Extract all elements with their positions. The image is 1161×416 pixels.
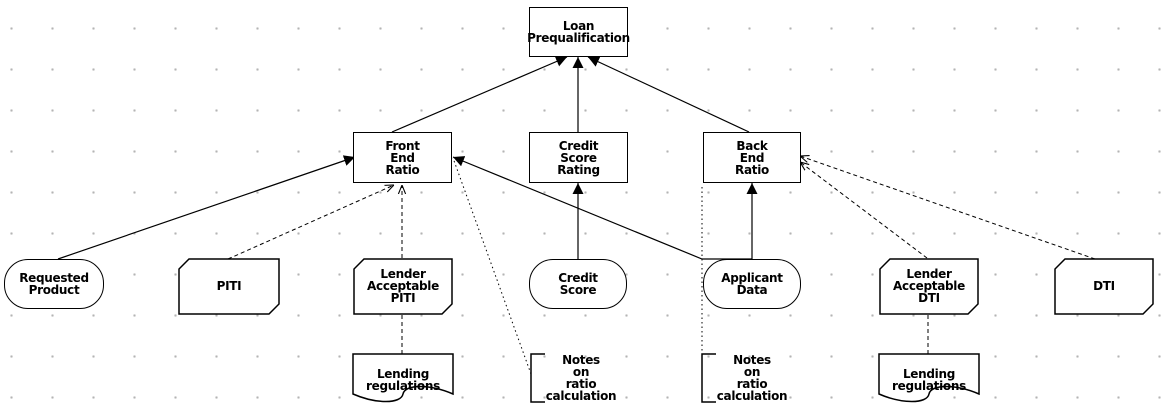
- knowledge-model-lender-acceptable-piti[interactable]: Lender Acceptable PITI: [354, 259, 452, 314]
- decision-loan-prequalification[interactable]: Loan Prequalification: [527, 7, 630, 57]
- edge-lender-dti-to-back-end: [800, 162, 928, 259]
- annotation-notes-1[interactable]: Notes on ratio calculation: [531, 354, 631, 402]
- input-label: Applicant Data: [721, 271, 783, 297]
- decision-label: Back End Ratio: [735, 138, 769, 177]
- lender-piti-shape: [353, 258, 453, 315]
- knowledge-source-label: Lending regulations: [892, 367, 966, 393]
- regulations-2-shape: [878, 353, 980, 403]
- input-credit-score[interactable]: Credit Score: [529, 259, 627, 309]
- input-label: Credit Score: [558, 271, 598, 297]
- dti-shape: [1054, 258, 1154, 315]
- edge-back-end-to-loan: [587, 56, 750, 133]
- knowledge-source-shapes: [352, 353, 980, 403]
- decision-back-end-ratio[interactable]: Back End Ratio: [703, 132, 801, 183]
- knowledge-model-label: DTI: [1093, 278, 1115, 293]
- notes-1-bracket: [530, 353, 545, 403]
- regulations-1-shape: [352, 353, 454, 403]
- annotation-notes-2[interactable]: Notes on ratio calculation: [702, 354, 802, 402]
- annotation-brackets: [530, 353, 716, 403]
- piti-shape: [178, 258, 280, 315]
- knowledge-source-label: Lending regulations: [366, 367, 440, 393]
- knowledge-model-piti[interactable]: PITI: [179, 259, 279, 314]
- lender-dti-shape: [879, 258, 979, 315]
- associations: [452, 157, 703, 375]
- edge-front-end-to-loan: [391, 56, 568, 133]
- annotation-text: Notes on ratio calculation: [545, 353, 617, 403]
- decision-label: Credit Score Rating: [557, 138, 600, 177]
- input-requested-product[interactable]: Requested Product: [4, 259, 104, 309]
- decision-front-end-ratio[interactable]: Front End Ratio: [353, 132, 452, 183]
- decision-label: Front End Ratio: [385, 138, 420, 177]
- knowledge-source-lending-regulations-1[interactable]: Lending regulations: [353, 354, 453, 404]
- authority-requirements: [398, 303, 932, 354]
- knowledge-model-dti[interactable]: DTI: [1055, 259, 1153, 314]
- association-notes-front-end: [452, 157, 532, 375]
- knowledge-model-lender-acceptable-dti[interactable]: Lender Acceptable DTI: [880, 259, 978, 314]
- decision-label: Loan Prequalification: [527, 19, 630, 45]
- knowledge-source-lending-regulations-2[interactable]: Lending regulations: [879, 354, 979, 404]
- input-label: Requested Product: [19, 271, 89, 297]
- input-applicant-data[interactable]: Applicant Data: [703, 259, 801, 309]
- annotation-text: Notes on ratio calculation: [716, 353, 788, 403]
- edge-dti-to-back-end: [800, 156, 1096, 260]
- knowledge-model-label: Lender Acceptable PITI: [367, 266, 439, 305]
- knowledge-model-shapes: [178, 258, 1154, 315]
- knowledge-requirements: [227, 156, 1096, 260]
- decision-credit-score-rating[interactable]: Credit Score Rating: [529, 132, 628, 183]
- edge-piti-to-front-end: [227, 185, 394, 260]
- edge-requested-product-to-front-end: [57, 155, 356, 260]
- notes-2-bracket: [701, 353, 716, 403]
- knowledge-model-label: Lender Acceptable DTI: [893, 266, 965, 305]
- knowledge-model-label: PITI: [216, 278, 242, 293]
